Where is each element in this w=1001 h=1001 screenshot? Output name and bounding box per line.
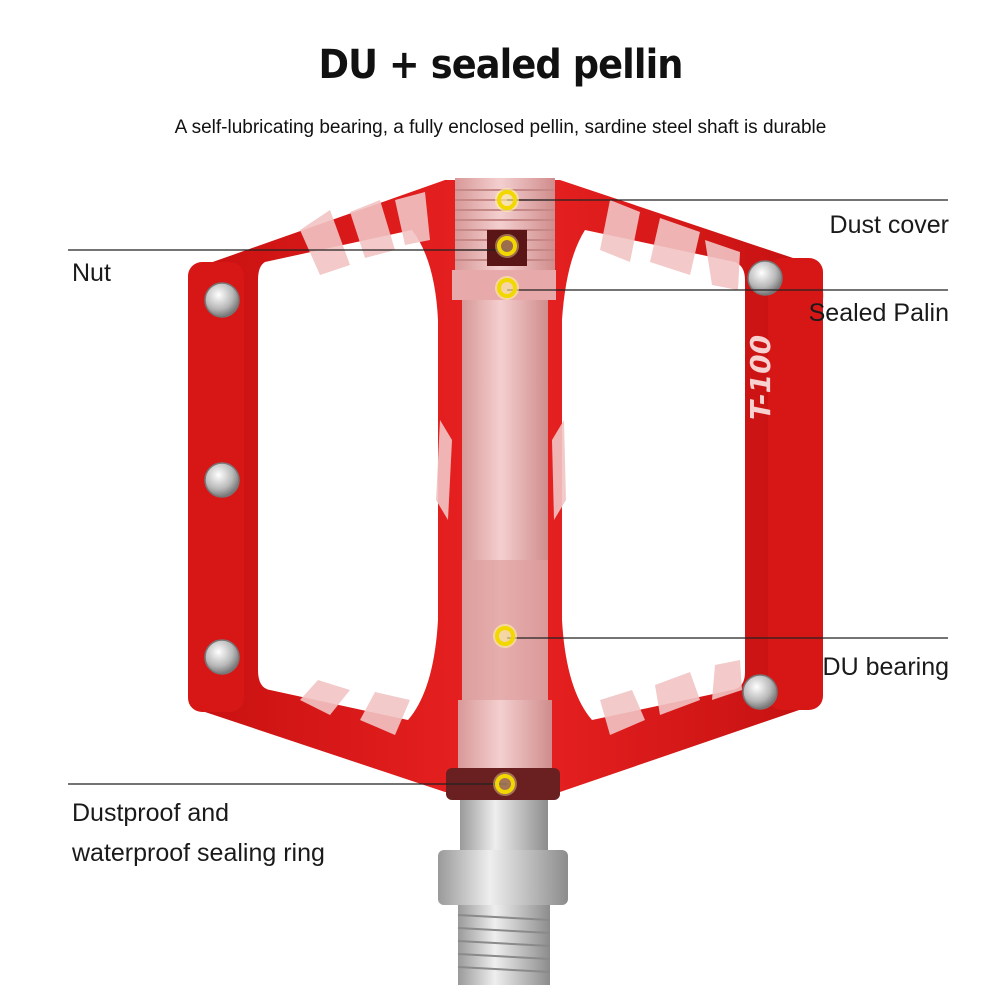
callout-dustproof-line1: Dustproof and [72,799,230,827]
pedal-marking: T-100 [744,335,777,420]
callout-du-bearing: DU bearing [822,653,949,681]
pedal-graphics [300,192,742,735]
marker-nut-icon [495,234,519,258]
marker-dust-cover-icon [495,188,519,212]
page-subtitle: A self-lubricating bearing, a fully encl… [174,117,827,138]
right-side-plate [768,258,823,710]
callout-dust-cover: Dust cover [829,211,949,239]
pin-bolt [747,260,783,296]
callout-sealed-palin: Sealed Palin [808,299,949,327]
spindle-thread-lines [457,914,551,973]
callout-dustproof-line2: waterproof sealing ring [72,839,325,867]
pin-bolt [204,282,240,318]
pin-bolt [742,674,778,710]
marker-sealing-ring-icon [493,772,517,796]
marker-du-bearing-icon [493,624,517,648]
marker-sealed-palin-icon [495,276,519,300]
steel-spindle-neck [460,800,548,850]
callout-nut: Nut [72,259,111,287]
pins [204,260,783,710]
callout-markers [493,188,519,796]
axle-base [458,700,552,768]
pin-bolt [204,462,240,498]
steel-spindle-hex [438,850,568,905]
page-title: DU + sealed pellin [318,42,683,88]
callout-lines [68,199,948,785]
pin-bolt [204,639,240,675]
